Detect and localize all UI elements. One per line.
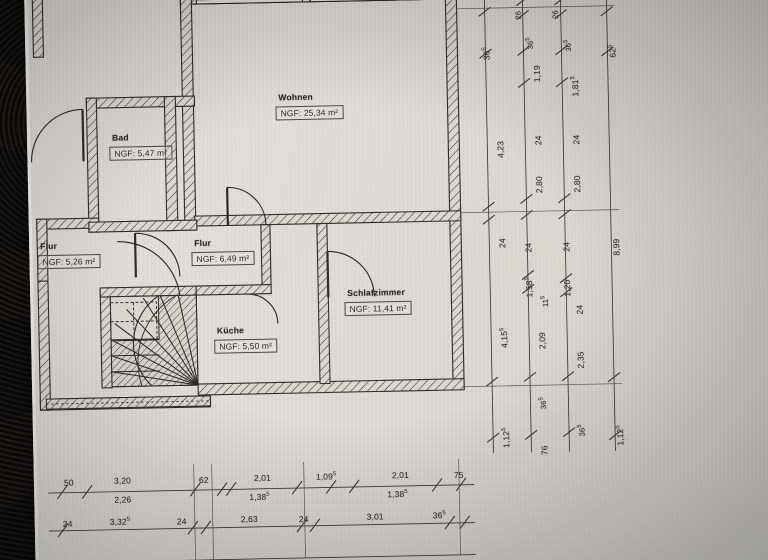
dim-v2-119: 1,19 <box>531 65 543 83</box>
room-area: NGF: 5,50 m² <box>214 338 278 354</box>
dim-v2-24b: 24 <box>523 242 534 253</box>
dim-h2-263: 2,63 <box>240 513 258 525</box>
room-label-bad: Bad NGF: 5,47 m² <box>109 132 173 162</box>
dim-h1-201a: 2,01 <box>253 472 271 483</box>
dim-v2-280: 2,80 <box>533 176 545 194</box>
dim-h2-24b: 24 <box>176 516 187 527</box>
bottom-slab <box>45 395 211 410</box>
dim-v3-24a: 24 <box>571 134 582 145</box>
dim-v2-158: 1,585 <box>524 276 535 298</box>
dim-h2-24a: 24 <box>62 518 73 529</box>
dim-v4-112: 1,125 <box>615 425 626 446</box>
dim-v3-181: 1,815 <box>570 76 581 97</box>
dim-v2-36: 365 <box>525 37 535 50</box>
dim-v4-625: 625 <box>607 44 618 58</box>
dim-v1-36: 365 <box>481 47 492 61</box>
windows <box>195 0 447 5</box>
room-label-wohnen: Wohnen NGF: 25,34 m² <box>275 91 344 121</box>
walls <box>31 0 465 411</box>
dim-h1-1095: 1,095 <box>315 471 337 482</box>
room-label-schlafzimmer: Schlafzimmer NGF: 11,41 m² <box>344 286 412 317</box>
dim-v3-24b: 24 <box>561 241 572 252</box>
dim-v2-365b: 365 <box>538 397 549 410</box>
room-area: NGF: 25,34 m² <box>275 105 344 121</box>
room-name: Küche <box>216 325 245 336</box>
door-arc-bad <box>30 108 83 163</box>
dim-h1-320: 3,20 <box>113 475 132 486</box>
dim-v2-24a: 24 <box>533 135 544 146</box>
dimension-lines-bottom <box>48 458 476 560</box>
room-area: NGF: 5,26 m² <box>37 254 101 270</box>
room-label-kueche: Küche NGF: 5,50 m² <box>214 324 278 354</box>
door-arc-flur <box>227 186 267 225</box>
dim-v2-209: 2,09 <box>537 332 548 350</box>
dim-v3-235: 2,35 <box>575 351 586 369</box>
dim-h1-138b: 1,385 <box>387 488 408 500</box>
dim-h1-201b: 2,01 <box>391 469 409 481</box>
door-arc-kueche <box>247 293 279 324</box>
room-name: Wohnen <box>278 91 313 103</box>
dim-v3-365b: 365 <box>576 424 587 437</box>
dim-v2-76: 76 <box>539 445 550 456</box>
dim-v3-36: 365 <box>563 39 573 52</box>
dim-v1-423: 4,23 <box>495 140 506 159</box>
dim-h1-226: 2,26 <box>114 494 132 505</box>
room-area: NGF: 5,47 m² <box>109 145 173 161</box>
dim-h1-75: 75 <box>453 469 464 480</box>
dim-h2-365: 365 <box>432 510 446 521</box>
dim-h1-138a: 1,385 <box>249 491 270 503</box>
dim-v3-120: 1,20 <box>562 279 573 297</box>
room-label-flur-mitte: Flur NGF: 6,49 m² <box>191 237 255 267</box>
dim-v1-24: 24 <box>497 238 508 249</box>
dim-v1-415: 4,155 <box>499 327 510 349</box>
room-name: Schlafzimmer <box>347 286 406 299</box>
room-area: NGF: 11,41 m² <box>344 300 412 317</box>
dim-h2-24c: 24 <box>298 513 309 525</box>
door-arc-schlafzimmer <box>327 250 375 297</box>
room-label-flur-links: Flur NGF: 5,26 m² <box>37 240 101 270</box>
dim-v1-112: 1,125 <box>501 427 512 448</box>
door-arc-flur-links <box>117 241 181 303</box>
doors <box>30 108 375 324</box>
dim-h1-62: 62 <box>198 474 209 486</box>
dim-v3-26: 26 <box>550 10 560 19</box>
room-area: NGF: 6,49 m² <box>191 250 255 267</box>
room-name: Flur <box>194 237 212 249</box>
dim-h2-332: 3,325 <box>109 516 131 527</box>
dimension-lines-right <box>456 0 623 454</box>
dim-v2-115: 115 <box>540 295 551 308</box>
room-name: Flur <box>40 240 58 252</box>
door-arc-bad-flur <box>134 232 181 277</box>
dim-v3-280: 2,80 <box>571 175 583 193</box>
dim-v3-24c: 24 <box>574 304 585 315</box>
room-name: Bad <box>111 132 129 143</box>
staircase <box>109 294 199 388</box>
dim-v2-26: 26 <box>513 10 523 20</box>
dim-h1-50: 50 <box>63 477 74 488</box>
dim-v4-899: 8,99 <box>611 238 622 256</box>
dim-h2-301: 3,01 <box>366 511 384 522</box>
